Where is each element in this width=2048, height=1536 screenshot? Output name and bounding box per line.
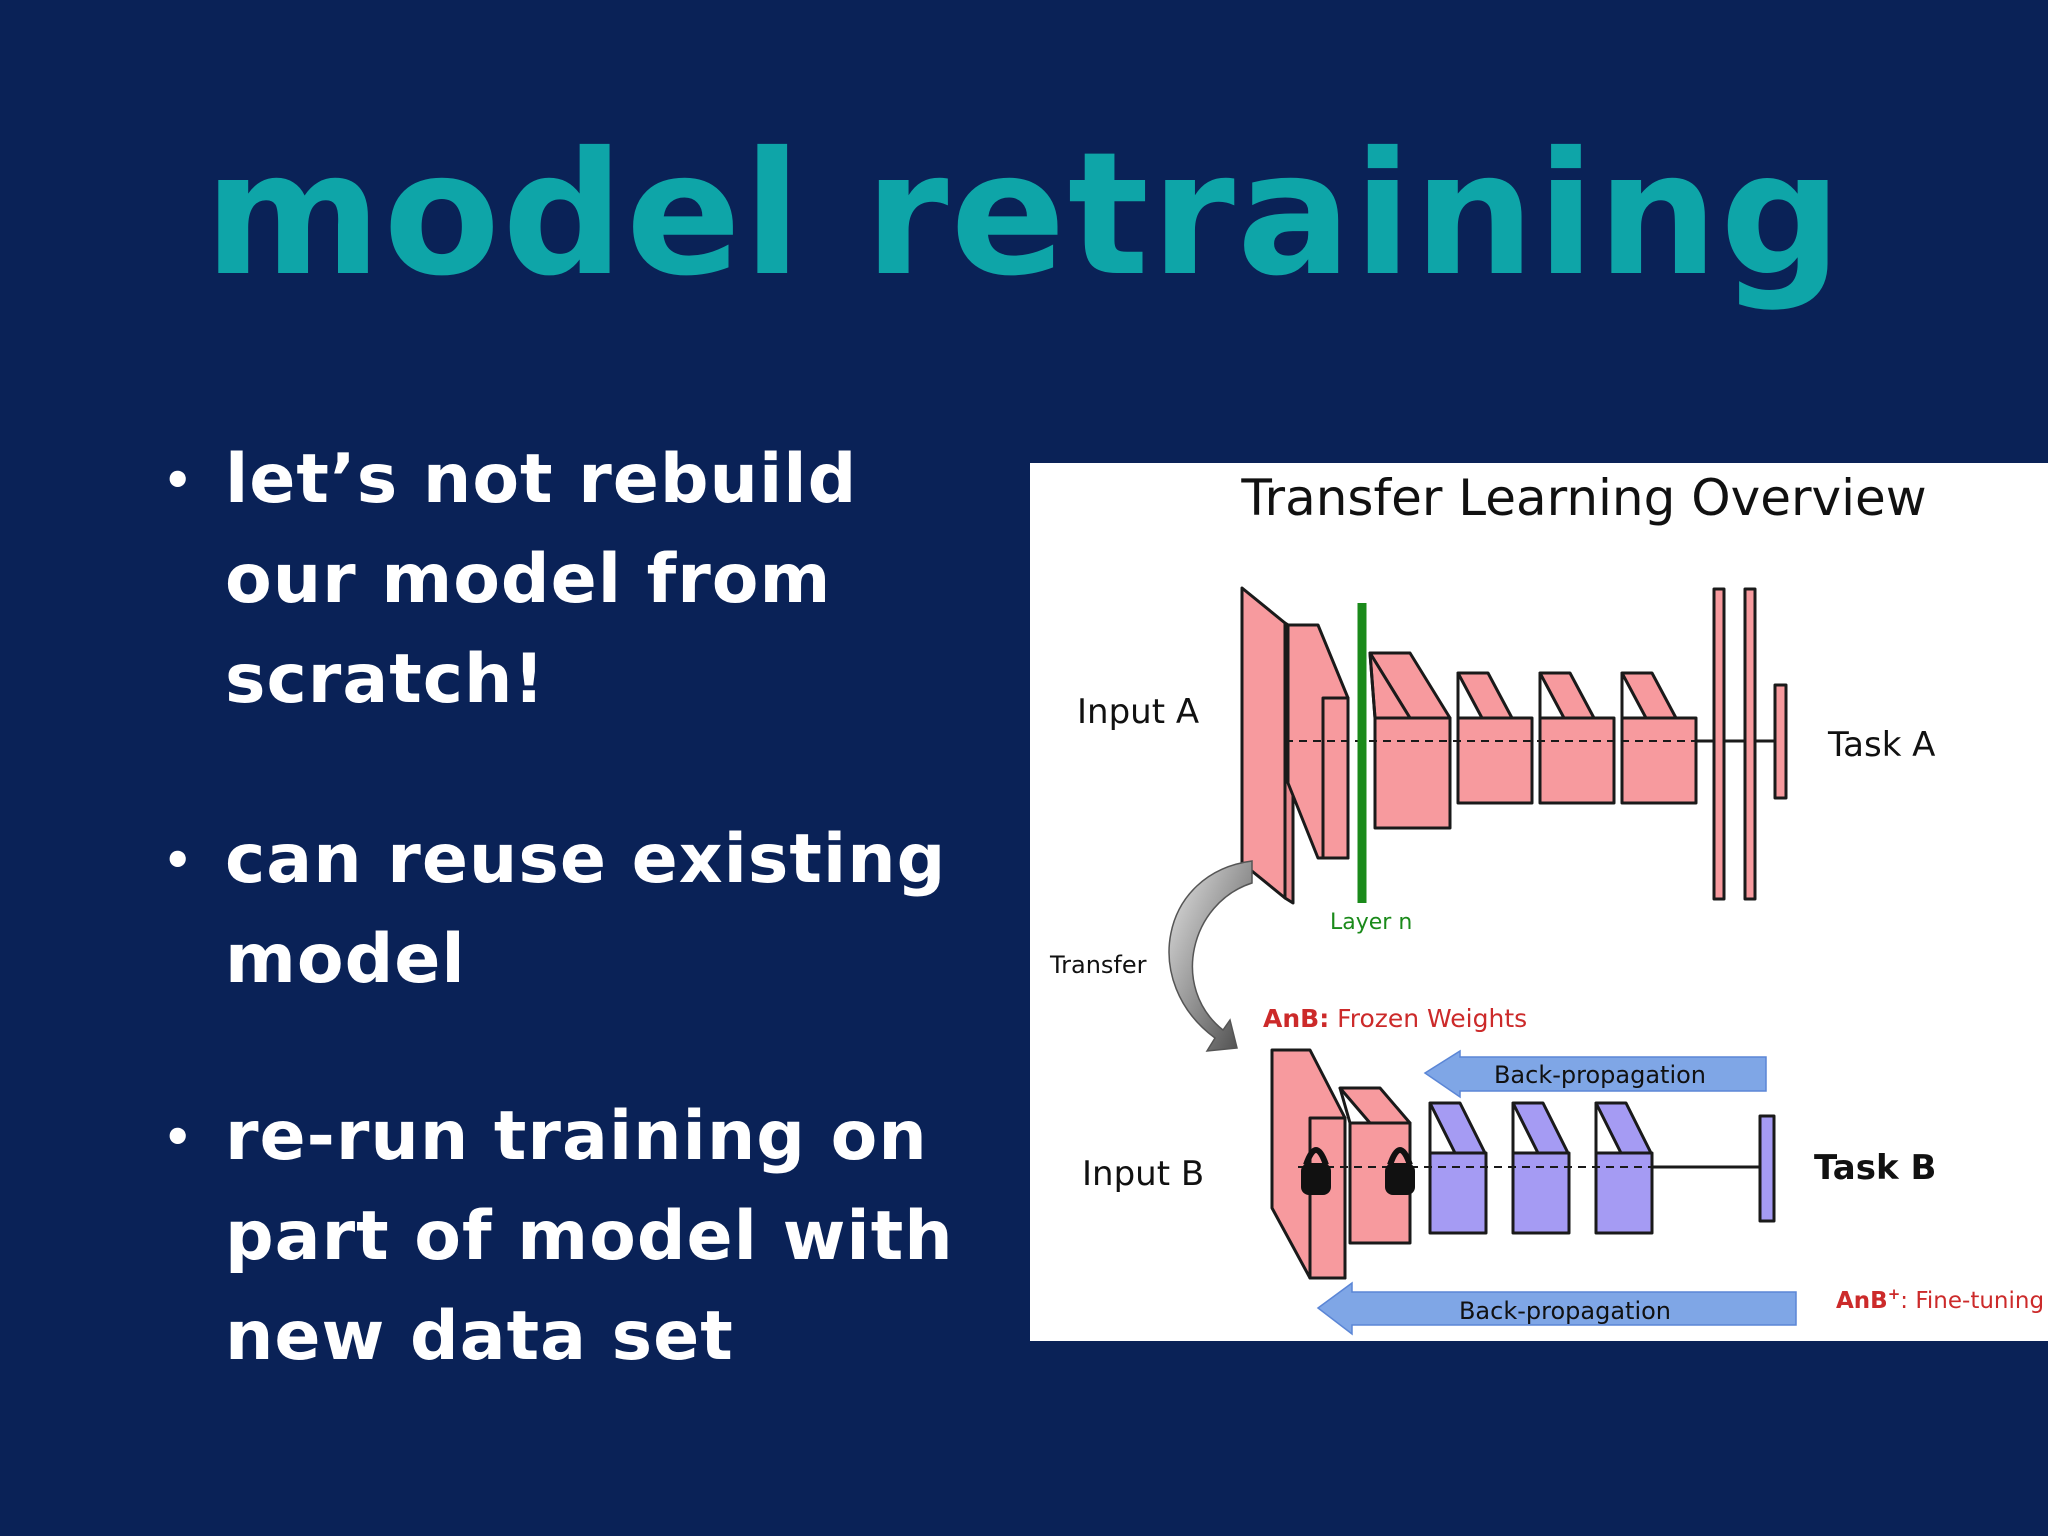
backprop-bottom-arrow-icon [1316, 1281, 1797, 1336]
transfer-label: Transfer [1049, 951, 1147, 979]
bullet-line: let’s not rebuild [225, 440, 858, 519]
layer-a4-top [1456, 671, 1514, 720]
layer-b2-top [1338, 1086, 1412, 1125]
frozen-weights-text: Frozen Weights [1329, 1004, 1527, 1033]
transfer-learning-figure: Transfer Learning Overview [1030, 463, 2048, 1341]
fc-a3 [1773, 683, 1788, 800]
bullet-line: scratch! [225, 640, 546, 719]
layer-a5 [1538, 716, 1616, 805]
frozen-weights-prefix: AnB: [1263, 1004, 1329, 1033]
backprop-top-label: Back-propagation [1494, 1061, 1706, 1089]
slide-title: model retraining [204, 116, 1844, 314]
bullet-line: model [225, 920, 466, 999]
frozen-weights-label: AnB: Frozen Weights [1263, 1004, 1527, 1033]
bullet-line: new data set [225, 1297, 734, 1376]
bullet-dot-icon: • [163, 453, 194, 507]
fine-tuning-sup: + [1888, 1285, 1901, 1303]
input-a-label: Input A [1077, 692, 1199, 732]
layer-a4 [1456, 716, 1534, 805]
bullet-line: part of model with [225, 1197, 954, 1276]
transfer-arrow-icon [1168, 860, 1253, 1052]
lock-icon [1301, 1147, 1331, 1195]
bullet-dot-icon: • [163, 833, 194, 887]
bullet-line: our model from [225, 540, 832, 619]
task-a-label: Task A [1827, 725, 1935, 765]
bullet-item: • let’s not rebuild our model from scrat… [155, 430, 1055, 730]
input-b-label: Input B [1082, 1154, 1204, 1194]
fine-tuning-text: : Fine-tuning [1900, 1288, 2044, 1314]
layer-n-label: Layer n [1330, 910, 1412, 935]
backprop-top-arrow-icon [1423, 1049, 1767, 1099]
layer-b4-top [1511, 1101, 1570, 1155]
layer-a2-front [1321, 696, 1350, 860]
network-a [1240, 586, 1788, 905]
bullet-dot-icon: • [163, 1110, 194, 1164]
fine-tuning-prefix: AnB [1836, 1288, 1888, 1314]
layer-b4 [1511, 1151, 1571, 1235]
layer-b5 [1594, 1151, 1654, 1235]
layer-b3 [1428, 1151, 1488, 1235]
bullet-item: • can reuse existing model [155, 810, 1055, 1010]
fine-tuning-label: AnB+: Fine-tuning [1836, 1285, 2044, 1314]
fc-a1 [1712, 587, 1726, 901]
diagram-title: Transfer Learning Overview [1240, 469, 1926, 527]
bullet-item: • re-run training on part of model with … [155, 1087, 1055, 1387]
lock-icon [1385, 1147, 1415, 1195]
backprop-bottom-label: Back-propagation [1459, 1297, 1671, 1325]
layer-a5-top [1538, 671, 1596, 720]
fc-b1 [1758, 1114, 1776, 1223]
bullet-line: can reuse existing [225, 820, 947, 899]
transfer-learning-diagram: Transfer Learning Overview [1049, 469, 2044, 1336]
layer-a1 [1240, 586, 1287, 900]
fc-a2 [1743, 587, 1757, 901]
layer-a6 [1620, 716, 1698, 805]
layer-a3 [1373, 716, 1452, 830]
layer-b3-top [1428, 1101, 1487, 1155]
layer-b5-top [1594, 1101, 1653, 1155]
bullet-line: re-run training on [225, 1097, 928, 1176]
layer-b1-front [1308, 1116, 1347, 1280]
task-b-label: Task B [1814, 1148, 1936, 1188]
layer-a6-top [1620, 671, 1678, 720]
